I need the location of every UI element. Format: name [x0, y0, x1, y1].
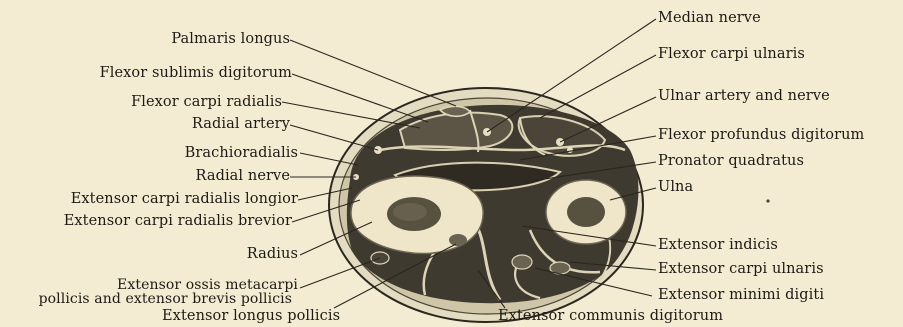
- label-flexor-carpi-radialis: Flexor carpi radialis: [80, 95, 282, 110]
- label-extensor-indicis: Extensor indicis: [658, 238, 778, 253]
- extensor-tendon-2: [512, 255, 532, 269]
- label-extensor-communis: Extensor communis digitorum: [498, 309, 723, 324]
- label-extensor-ossis-line2: pollicis and extensor brevis pollicis: [0, 293, 292, 306]
- label-ecr-longior: Extensor carpi radialis longior: [4, 192, 298, 207]
- label-pronator-quadratus: Pronator quadratus: [658, 154, 804, 169]
- label-extensor-minimi: Extensor minimi digiti: [658, 288, 824, 303]
- label-radius: Radius: [180, 247, 298, 262]
- label-flexor-sublimis: Flexor sublimis digitorum: [40, 66, 292, 81]
- label-extensor-longus-pollicis: Extensor longus pollicis: [162, 309, 340, 324]
- leader-flexor-carpi-ulnaris: [540, 55, 656, 118]
- label-radial-nerve: Radial nerve: [100, 169, 290, 184]
- label-radial-artery: Radial artery: [100, 117, 290, 132]
- radius-marrow-speckle: [393, 203, 427, 221]
- label-extensor-carpi-ulnaris: Extensor carpi ulnaris: [658, 262, 824, 277]
- extensor-tendon-1: [449, 234, 467, 246]
- ulna-marrow: [567, 197, 605, 227]
- label-flexor-carpi-ulnaris: Flexor carpi ulnaris: [658, 47, 805, 62]
- label-ulna: Ulna: [658, 180, 693, 195]
- label-median-nerve: Median nerve: [658, 11, 761, 26]
- label-flexor-profundus: Flexor profundus digitorum: [658, 128, 864, 143]
- label-brachioradialis: Brachioradialis: [100, 146, 298, 161]
- leader-flexor-sublimis: [292, 74, 428, 122]
- speck: [766, 199, 769, 202]
- leader-palmaris-longus: [290, 40, 456, 106]
- label-ecr-brevior: Extensor carpi radialis brevior: [4, 214, 292, 229]
- label-ulnar-artery-nerve: Ulnar artery and nerve: [658, 89, 830, 104]
- label-palmaris-longus: Palmaris longus: [120, 32, 290, 47]
